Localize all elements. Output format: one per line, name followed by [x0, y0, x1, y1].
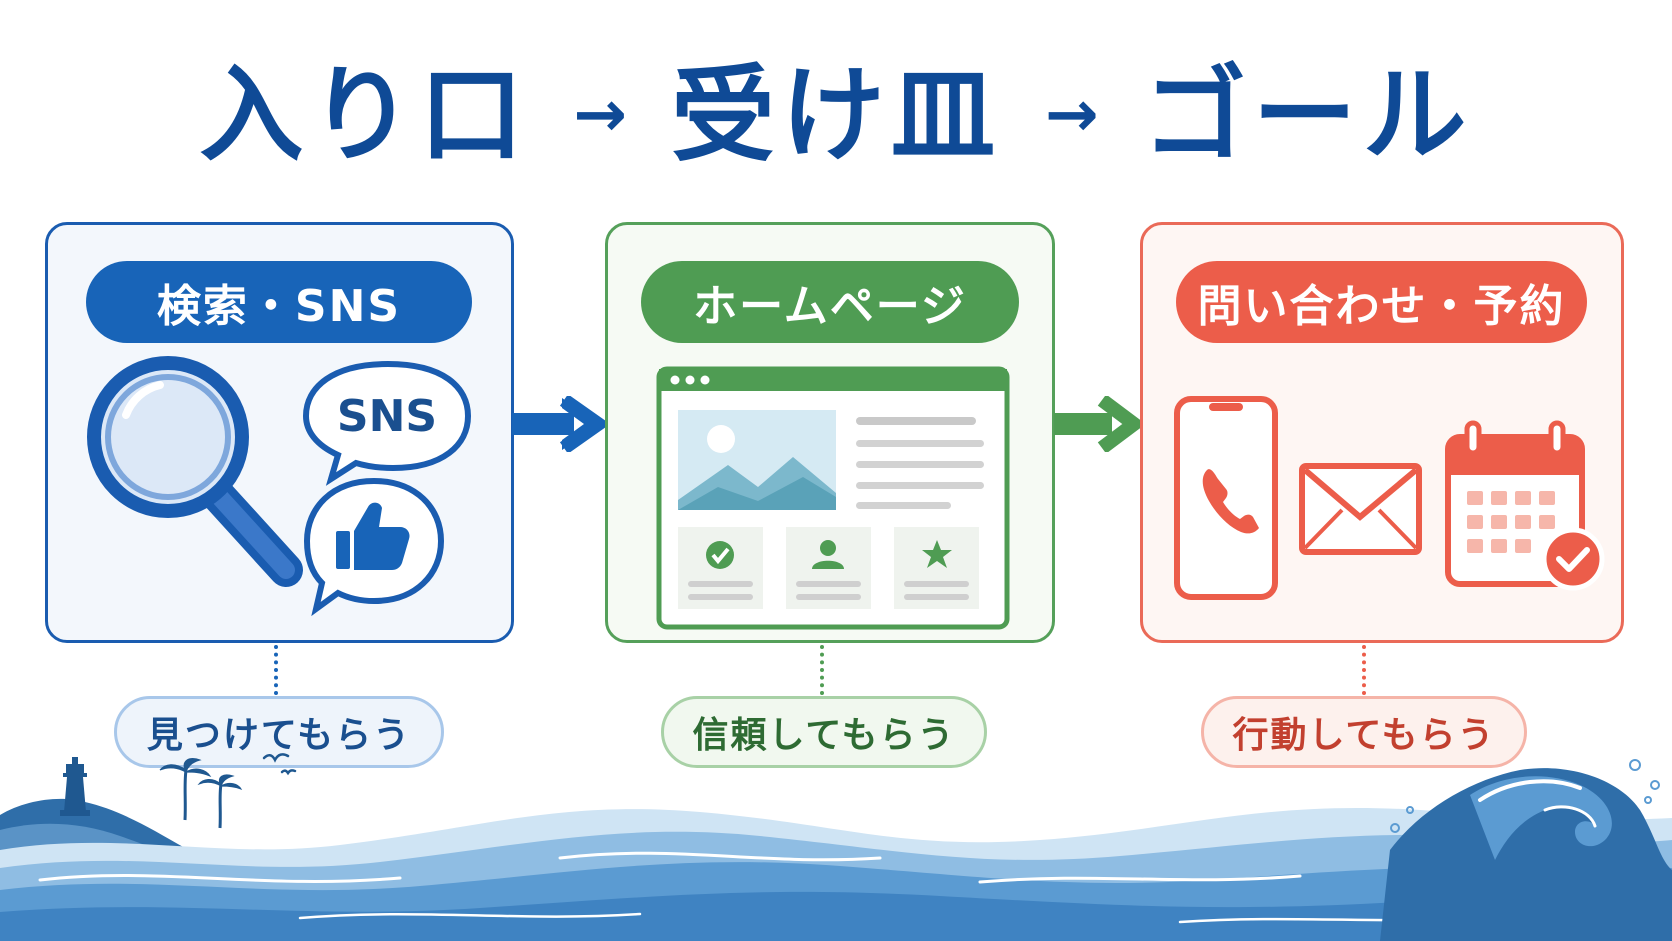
wave-icon: [1380, 759, 1672, 941]
caption-search: 見つけてもらう: [114, 696, 444, 768]
flow-arrow-blue: [512, 396, 607, 452]
stage-label-homepage: ホームページ: [641, 261, 1019, 343]
stage-search-art: SNS: [87, 356, 472, 617]
person-icon: [812, 540, 844, 569]
sns-bubble-icon: SNS: [302, 360, 472, 486]
connector-search: [274, 645, 278, 695]
envelope-icon: [1299, 463, 1422, 555]
lighthouse-icon: [60, 757, 90, 816]
stage-card-inquiry: 問い合わせ・予約: [1140, 222, 1624, 643]
stage-card-search: SNS 検索・SNS: [45, 222, 514, 643]
flow-arrow-green: [1054, 396, 1142, 452]
phone-icon: [1202, 469, 1259, 534]
connector-inquiry: [1362, 645, 1366, 695]
stage-label-inquiry: 問い合わせ・予約: [1176, 261, 1587, 343]
palm-tree-icon: [159, 758, 243, 829]
smartphone-icon: [1174, 396, 1278, 600]
title-landing: 受け皿: [670, 54, 1001, 176]
page-title: 入り口 → 受け皿 → ゴール: [0, 50, 1672, 180]
seagull-icon: [262, 753, 297, 776]
title-arrow-1: →: [573, 78, 627, 152]
stage-card-homepage: ホームページ: [605, 222, 1055, 643]
caption-homepage: 信頼してもらう: [661, 696, 987, 768]
title-entrance: 入り口: [199, 54, 530, 176]
sns-bubble-text: SNS: [337, 391, 437, 442]
connector-homepage: [820, 645, 824, 695]
star-icon: [922, 540, 952, 568]
browser-window-icon: [656, 366, 1010, 630]
stage-label-search: 検索・SNS: [86, 261, 472, 343]
title-goal: ゴール: [1142, 54, 1473, 176]
check-icon: [706, 541, 734, 569]
thumbs-up-icon: [303, 477, 445, 617]
caption-inquiry: 行動してもらう: [1201, 696, 1527, 768]
magnifier-icon: [87, 356, 303, 587]
check-badge-icon: [1541, 527, 1605, 591]
stage-inquiry-art: [1174, 396, 1605, 600]
title-arrow-2: →: [1045, 78, 1099, 152]
scenery: [0, 753, 1672, 941]
